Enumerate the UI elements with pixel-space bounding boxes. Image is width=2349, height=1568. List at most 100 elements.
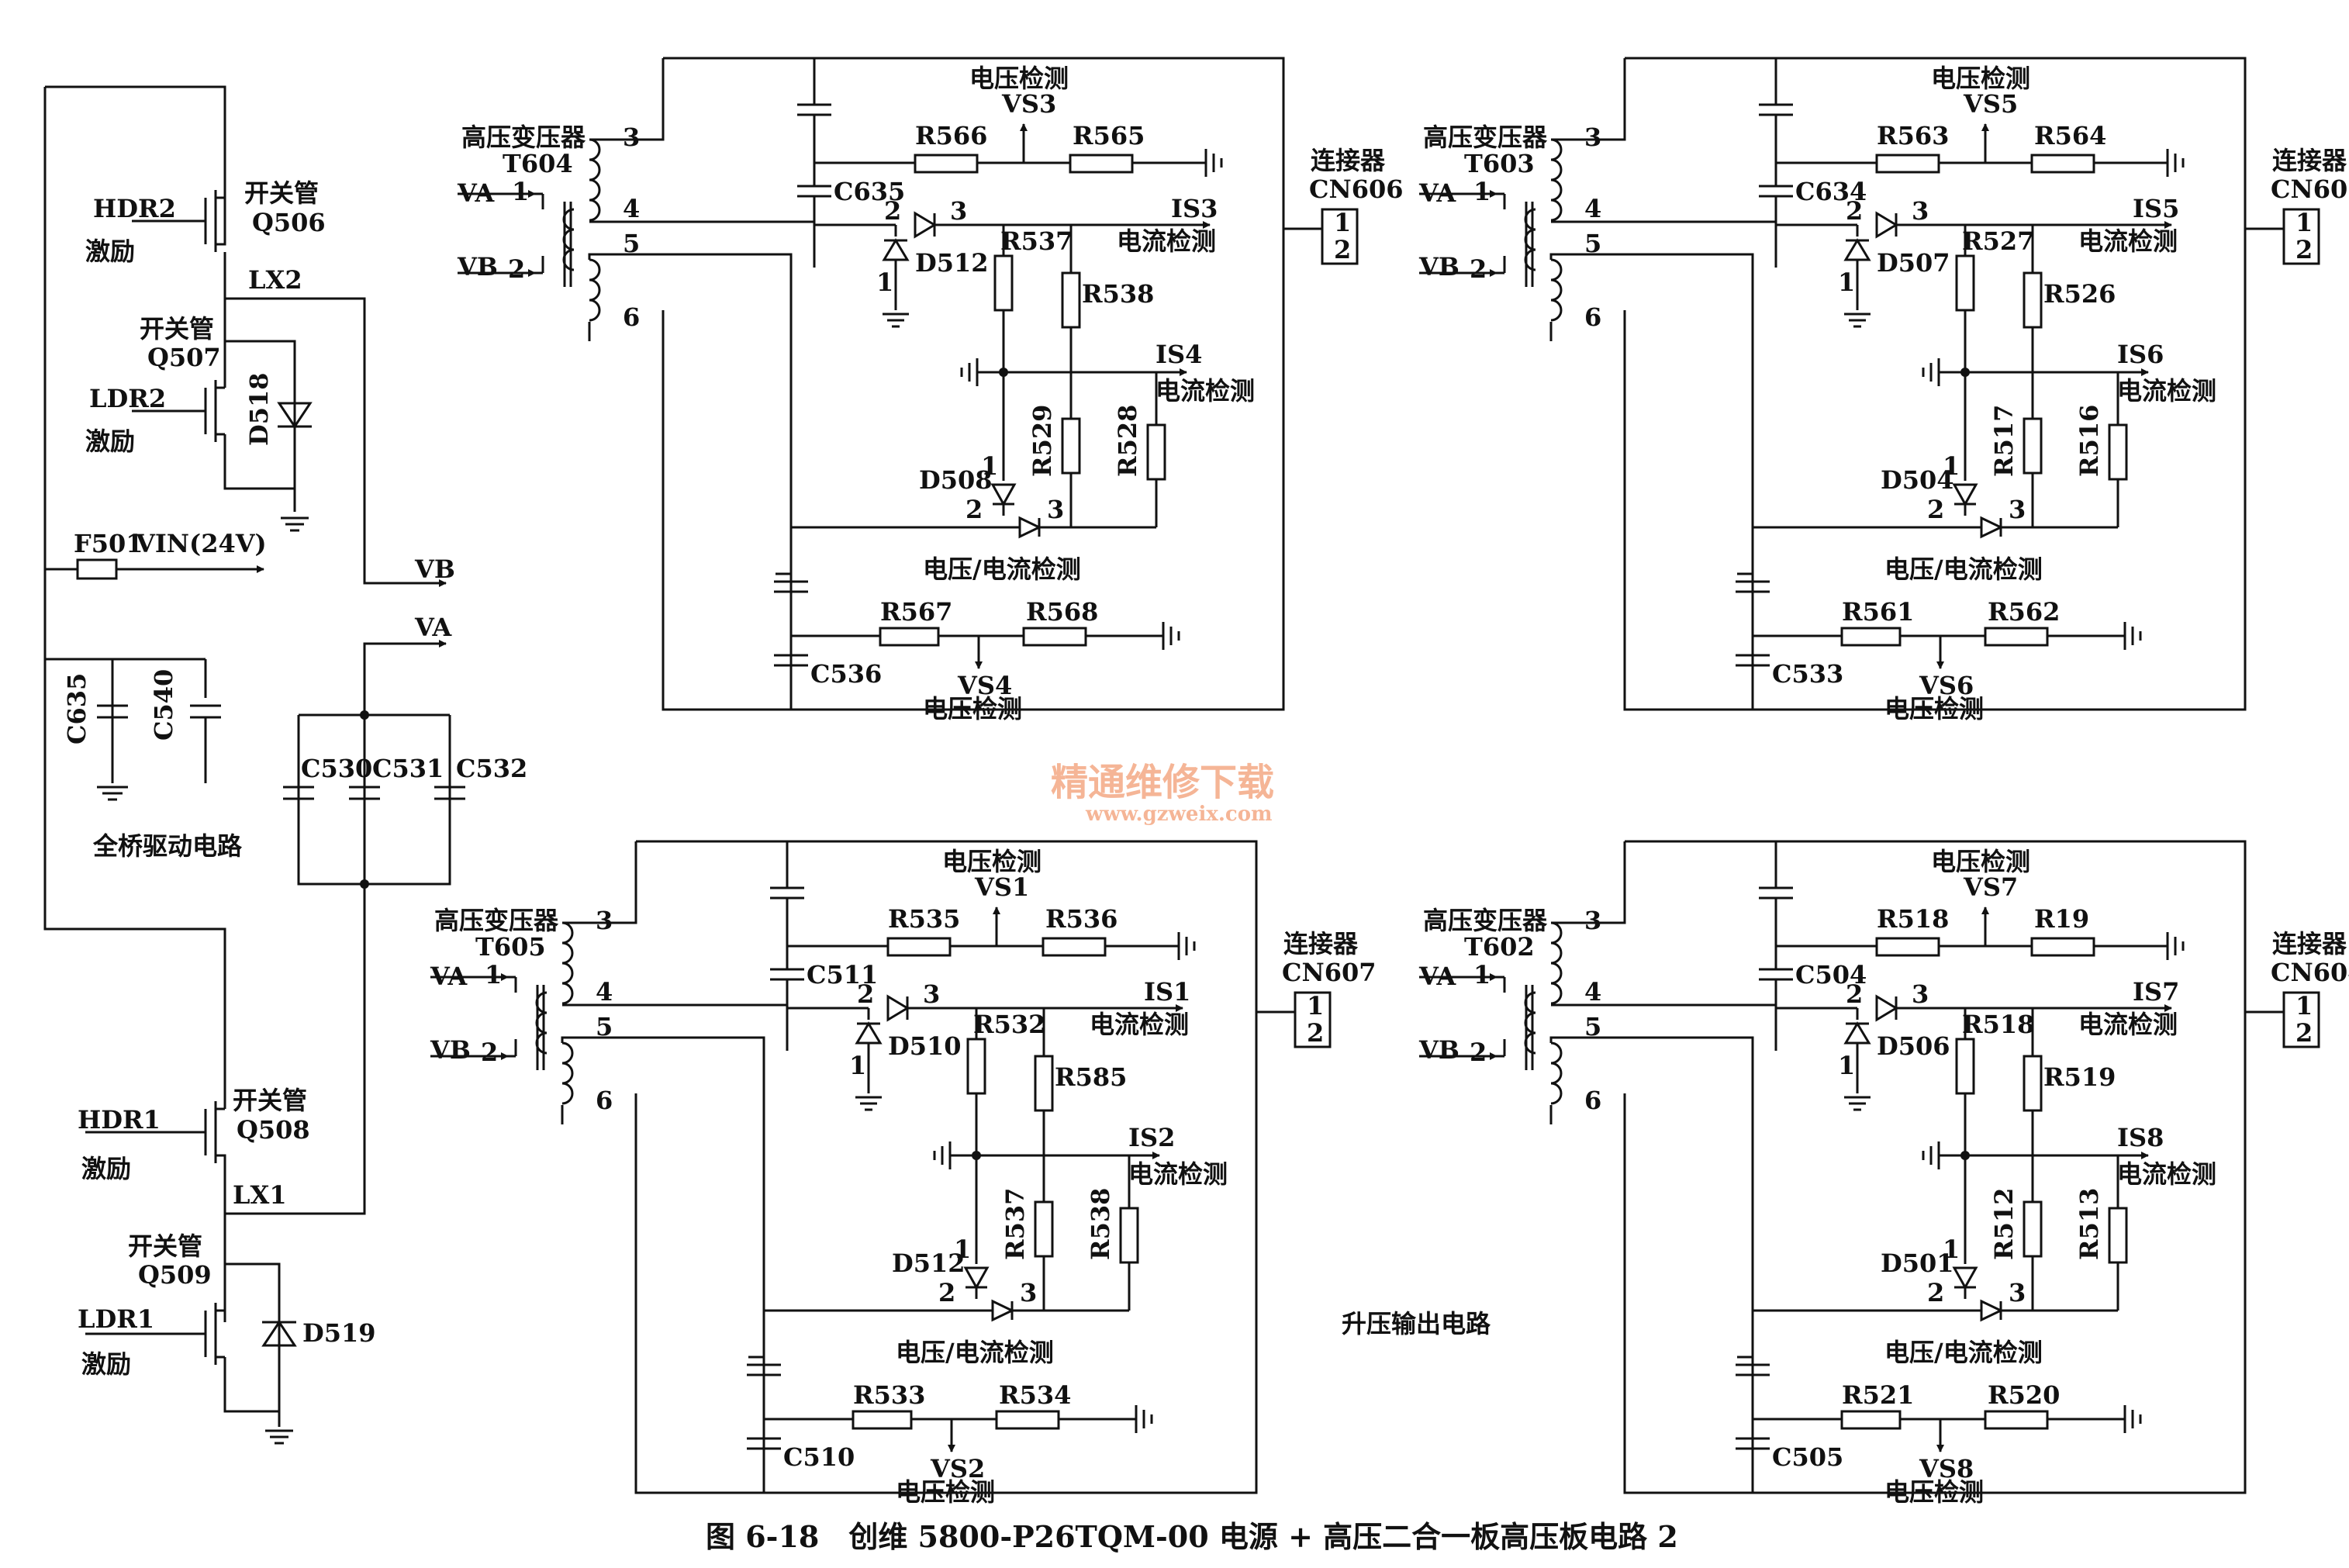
sense-resistor-b bbox=[2023, 1055, 2043, 1112]
pin4-label: 4 bbox=[623, 194, 640, 223]
top-current-detect-label: 电流检测 bbox=[1117, 226, 1216, 256]
pin3-label: 3 bbox=[1584, 123, 1601, 152]
transformer-id: T605 bbox=[475, 932, 546, 962]
watermark-title: 精通维修下载 bbox=[1051, 761, 1274, 804]
q508-switch-label: 开关管 bbox=[233, 1086, 307, 1115]
top-diode-label: D512 bbox=[915, 248, 989, 278]
top-resistor-1 bbox=[886, 937, 952, 957]
input-vb-label: VB bbox=[1418, 252, 1459, 281]
sense-resistor-c bbox=[1061, 417, 1081, 475]
sense-resistor-b-label: R585 bbox=[1055, 1062, 1127, 1092]
bottom-diode-label: D501 bbox=[1881, 1249, 1954, 1278]
ldr2-label: LDR2 bbox=[89, 384, 166, 413]
rect-pin2-label: 2 bbox=[884, 196, 901, 226]
vi-detect-label: 电压/电流检测 bbox=[1884, 1338, 2043, 1367]
top-resistor-1-label: R566 bbox=[915, 121, 987, 150]
sense-resistor-c-label: R512 bbox=[1989, 1188, 2019, 1260]
sense-resistor-c-label: R529 bbox=[1028, 405, 1057, 477]
top-cap-label: C504 bbox=[1795, 960, 1867, 989]
q508-label: Q508 bbox=[237, 1115, 310, 1145]
transformer-id: T604 bbox=[503, 149, 573, 178]
bottom-diode-pin3: 3 bbox=[1020, 1278, 1037, 1307]
d519-label: D519 bbox=[302, 1318, 376, 1348]
bottom-voltage-detect-label: 电压检测 bbox=[896, 1477, 995, 1507]
transformer bbox=[535, 921, 574, 1105]
input-vb-label: VB bbox=[430, 1035, 471, 1065]
lx1-label: LX1 bbox=[233, 1180, 287, 1210]
connector-pin1: 1 bbox=[1307, 991, 1324, 1021]
bottom-resistor-1-label: R567 bbox=[880, 597, 952, 627]
bottom-resistor-2 bbox=[1022, 627, 1087, 647]
bottom-cap-label: C510 bbox=[783, 1442, 855, 1472]
rect-pin2-label: 2 bbox=[1846, 196, 1863, 226]
q508-mosfet bbox=[85, 1090, 226, 1322]
bottom-resistor-2-label: R568 bbox=[1026, 597, 1098, 627]
connector-id: CN606 bbox=[1309, 174, 1404, 204]
boost-output-title: 升压输出电路 bbox=[1342, 1309, 1491, 1338]
sense-resistor-b bbox=[2023, 271, 2043, 329]
q507-switch-label: 开关管 bbox=[140, 314, 214, 344]
pin3-label: 3 bbox=[1584, 906, 1601, 935]
pin4-label: 4 bbox=[1584, 977, 1601, 1007]
bottom-cap-label: C533 bbox=[1772, 659, 1843, 689]
top-is-label: IS1 bbox=[1144, 977, 1190, 1007]
bottom-resistor-2-label: R520 bbox=[1988, 1380, 2060, 1410]
connector-pin1: 1 bbox=[2295, 991, 2313, 1021]
q509-mosfet bbox=[85, 1262, 281, 1427]
c540-label: C540 bbox=[149, 669, 178, 741]
input-va-label: VA bbox=[457, 178, 495, 208]
watermark-url: www.gzweix.com bbox=[1085, 803, 1273, 826]
connector-pin2: 2 bbox=[2295, 235, 2313, 264]
transformer bbox=[562, 138, 601, 322]
bottom-diode-label: D508 bbox=[919, 465, 993, 495]
connector-id: CN607 bbox=[1282, 958, 1377, 987]
connector-pin1: 1 bbox=[1334, 208, 1351, 237]
d519-diode bbox=[261, 1320, 297, 1347]
bottom-vs-label: VS8 bbox=[1919, 1454, 1974, 1483]
top-current-detect-label: 电流检测 bbox=[1090, 1010, 1189, 1039]
mid-is-label: IS6 bbox=[2117, 340, 2164, 369]
connector-label: 连接器 bbox=[2272, 146, 2347, 175]
sense-resistor-d bbox=[1119, 1207, 1139, 1264]
pin2-label: 2 bbox=[481, 1038, 498, 1067]
mid-is-label: IS8 bbox=[2117, 1123, 2164, 1152]
sense-resistor-c-label: R537 bbox=[1000, 1188, 1030, 1260]
connector-box bbox=[2282, 208, 2320, 265]
sense-resistor-c bbox=[2023, 417, 2043, 475]
bottom-resistor-2-label: R562 bbox=[1988, 597, 2060, 627]
sense-resistor-d-label: R516 bbox=[2074, 405, 2104, 477]
pin4-label: 4 bbox=[1584, 194, 1601, 223]
rect-pin3-label: 3 bbox=[950, 196, 967, 226]
connector-box bbox=[2282, 991, 2320, 1048]
ldr1-drive-label: 激励 bbox=[81, 1349, 131, 1379]
pin1-label: 1 bbox=[1473, 960, 1491, 989]
top-resistor-1-label: R563 bbox=[1877, 121, 1949, 150]
mid-is-label: IS4 bbox=[1156, 340, 1202, 369]
top-vs-label: VS3 bbox=[1001, 89, 1056, 119]
figure-caption: 图 6-18 创维 5800-P26TQM-00 电源 + 高压二合一板高压板电… bbox=[706, 1519, 1678, 1554]
sense-resistor-a-label: R518 bbox=[1962, 1010, 2034, 1039]
top-voltage-detect-label: 电压检测 bbox=[1931, 64, 2030, 93]
connector-id: CN604 bbox=[2271, 958, 2349, 987]
bottom-resistor-1-label: R561 bbox=[1842, 597, 1914, 627]
pin1-label: 1 bbox=[512, 177, 529, 206]
top-cap-label: C511 bbox=[807, 960, 878, 989]
transformer-id: T602 bbox=[1464, 932, 1535, 962]
full-bridge-title: 全桥驱动电路 bbox=[92, 831, 243, 861]
c635-left-label: C635 bbox=[62, 673, 92, 744]
pin3-label: 3 bbox=[623, 123, 640, 152]
bottom-diode-pin1: 1 bbox=[1943, 451, 1960, 481]
bottom-vs-label: VS6 bbox=[1919, 671, 1974, 700]
q509-label: Q509 bbox=[138, 1260, 212, 1290]
mid-current-detect-label: 电流检测 bbox=[1156, 376, 1255, 406]
top-resistor-2-label: R536 bbox=[1045, 904, 1118, 934]
c530-label: C530 bbox=[301, 754, 372, 783]
top-voltage-detect-label: 电压检测 bbox=[942, 847, 1042, 876]
connector-label: 连接器 bbox=[2272, 929, 2347, 958]
sense-resistor-c bbox=[2023, 1200, 2043, 1258]
hdr1-label: HDR1 bbox=[78, 1105, 161, 1135]
mid-current-detect-label: 电流检测 bbox=[1128, 1159, 1228, 1189]
